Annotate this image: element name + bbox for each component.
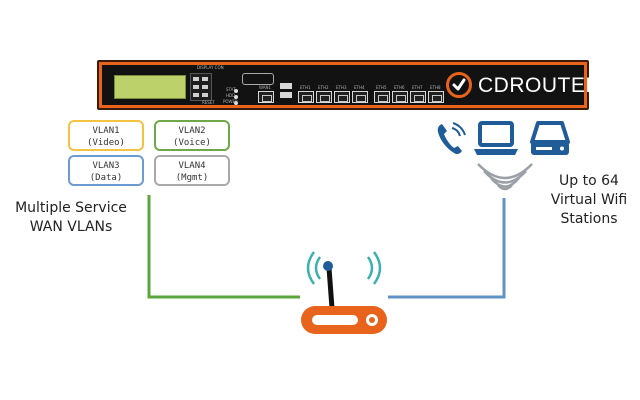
label-line: Stations bbox=[560, 211, 618, 227]
ethernet-port bbox=[316, 91, 332, 103]
ethernet-port bbox=[392, 91, 408, 103]
port-label: WAN1 bbox=[259, 85, 272, 90]
led-label-stat: STAT bbox=[226, 87, 236, 92]
wan-vlans-label: Multiple Service WAN VLANs bbox=[8, 199, 134, 237]
port-label: ETH4 bbox=[354, 85, 365, 90]
vlan-box-data: VLAN3 (Data) bbox=[68, 155, 144, 186]
port-label: ETH6 bbox=[394, 85, 405, 90]
vlan-box-mgmt: VLAN4 (Mgmt) bbox=[154, 155, 230, 186]
panel-text-bottom: RESET bbox=[202, 100, 215, 105]
wifi-signal-icon bbox=[477, 163, 533, 191]
status-led bbox=[234, 89, 238, 93]
appliance-front-panel: DISPLAY CON RESET STAT HDD POWER WAN1 ET… bbox=[102, 65, 601, 105]
vlan-name: VLAN4 bbox=[178, 161, 206, 171]
laptop-icon bbox=[474, 121, 518, 155]
wifi-connection-line bbox=[388, 198, 506, 299]
keypad bbox=[190, 73, 212, 101]
vlan-name: VLAN1 bbox=[92, 126, 120, 136]
ethernet-port bbox=[298, 91, 314, 103]
vlan-purpose: (Voice) bbox=[173, 138, 211, 148]
checkmark-logo-icon bbox=[446, 72, 472, 98]
ethernet-port bbox=[334, 91, 350, 103]
wifi-stations-label: Up to 64 Virtual Wifi Stations bbox=[540, 172, 638, 229]
power-led bbox=[234, 101, 238, 105]
vlan-purpose: (Video) bbox=[87, 138, 125, 148]
phone-icon bbox=[437, 122, 466, 155]
port-label: ETH7 bbox=[412, 85, 423, 90]
label-line: Multiple Service bbox=[15, 200, 127, 216]
storage-drive-icon bbox=[530, 121, 570, 155]
vlan-purpose: (Data) bbox=[89, 173, 123, 183]
hdd-led bbox=[234, 95, 238, 99]
usb-port bbox=[280, 92, 292, 98]
ethernet-port bbox=[258, 91, 274, 103]
port-label: ETH8 bbox=[430, 85, 441, 90]
wan-connection-line bbox=[147, 195, 300, 299]
ethernet-port bbox=[352, 91, 368, 103]
serial-port bbox=[242, 73, 274, 85]
port-label: ETH2 bbox=[318, 85, 329, 90]
ethernet-port bbox=[410, 91, 426, 103]
label-line: Virtual Wifi bbox=[550, 192, 628, 208]
port-label: ETH5 bbox=[376, 85, 387, 90]
vlan-box-voice: VLAN2 (Voice) bbox=[154, 120, 230, 151]
panel-text-top: DISPLAY CON bbox=[197, 65, 224, 70]
ethernet-port bbox=[428, 91, 444, 103]
ethernet-port bbox=[374, 91, 390, 103]
label-line: WAN VLANs bbox=[29, 219, 113, 235]
port-label: ETH3 bbox=[336, 85, 347, 90]
port-label: ETH1 bbox=[300, 85, 311, 90]
label-line: Up to 64 bbox=[559, 173, 619, 189]
cdrouter-appliance: DISPLAY CON RESET STAT HDD POWER WAN1 ET… bbox=[97, 60, 601, 110]
vlan-purpose: (Mgmt) bbox=[175, 173, 209, 183]
vlan-box-video: VLAN1 (Video) bbox=[68, 120, 144, 151]
brand-name: CDROUTER bbox=[478, 74, 601, 97]
usb-port bbox=[280, 83, 292, 89]
router-icon bbox=[301, 251, 387, 334]
led-label-hdd: HDD bbox=[226, 93, 236, 98]
led-label-power: POWER bbox=[223, 99, 238, 104]
vlan-name: VLAN2 bbox=[178, 126, 206, 136]
lcd-display bbox=[114, 75, 186, 99]
vlan-name: VLAN3 bbox=[92, 161, 120, 171]
